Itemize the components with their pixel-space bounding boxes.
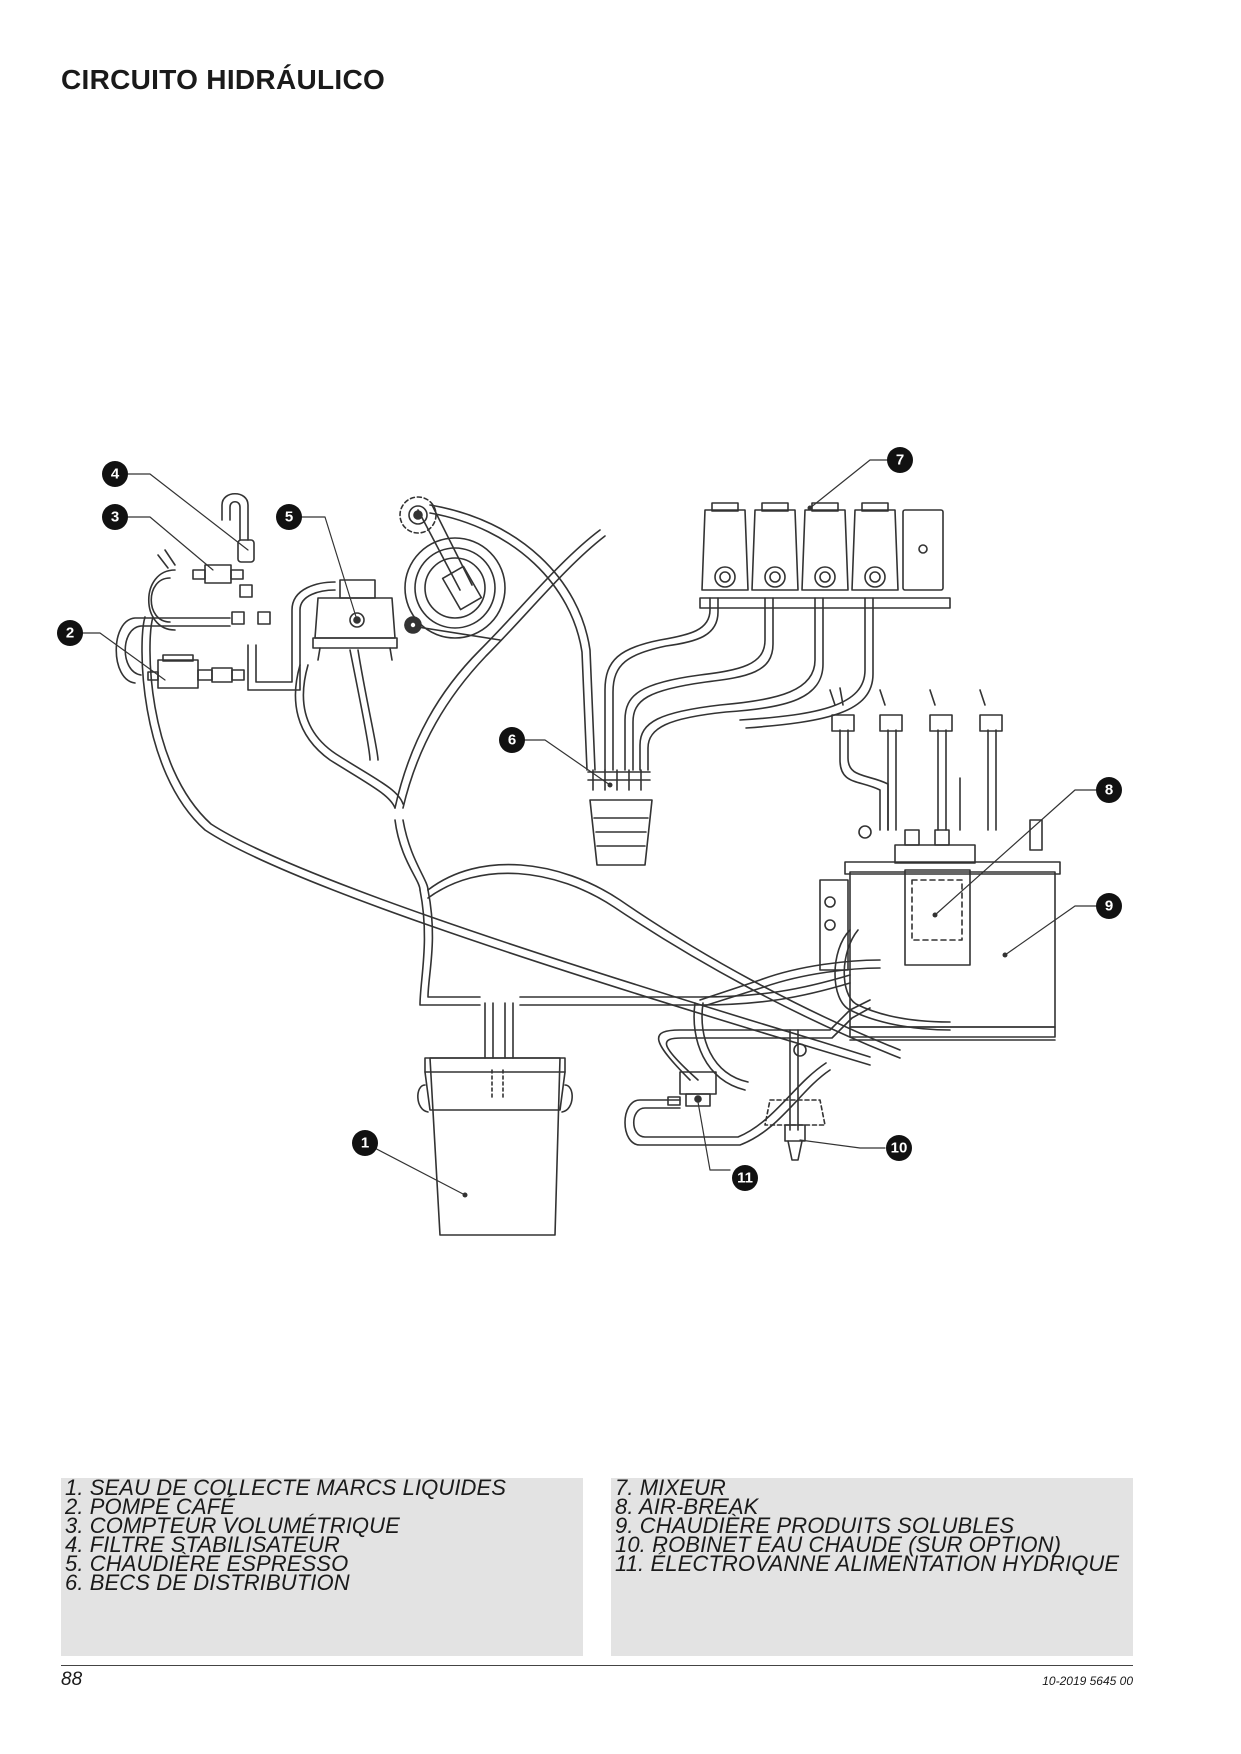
soluble-boiler: [819, 861, 1061, 1041]
callout-11: 11: [732, 1165, 758, 1191]
legend-item: 5. CHAUDIÈRE ESPRESSO: [65, 1551, 349, 1576]
callout-6: 6: [499, 727, 525, 753]
callout-4: 4: [102, 461, 128, 487]
liquid-grounds-bucket: [417, 1002, 573, 1236]
legend-item: 3. COMPTEUR VOLUMÉTRIQUE: [65, 1513, 400, 1538]
document-reference: 10-2019 5645 00: [1042, 1674, 1133, 1688]
page-title: CIRCUITO HIDRÁULICO: [61, 64, 386, 95]
callout-2: 2: [57, 620, 83, 646]
brewer-unit: [399, 496, 506, 641]
coffee-pump: [147, 654, 245, 689]
stabilizer-filter: [231, 539, 271, 625]
legend-item: 8. AIR-BREAK: [615, 1494, 759, 1519]
hot-water-tap: [764, 1043, 826, 1161]
svg-text:10: 10: [891, 1140, 908, 1157]
callout-9: 9: [1096, 893, 1122, 919]
svg-text:2: 2: [66, 625, 74, 642]
legend-panel-right: 7. MIXEUR 8. AIR-BREAK 9. CHAUDIÈRE PROD…: [611, 1475, 1133, 1656]
page-number: 88: [61, 1669, 83, 1690]
callout-5: 5: [276, 504, 302, 530]
svg-text:1: 1: [361, 1135, 369, 1152]
legend-item: 1. SEAU DE COLLECTE MARCS LIQUIDES: [65, 1475, 507, 1500]
svg-text:9: 9: [1105, 898, 1113, 915]
svg-text:4: 4: [111, 466, 120, 483]
legend-item: 6. BECS DE DISTRIBUTION: [65, 1570, 350, 1595]
volumetric-meter: [157, 549, 244, 584]
svg-text:6: 6: [508, 732, 516, 749]
air-break: [894, 829, 976, 966]
tubing: [115, 492, 951, 1146]
callout-7: 7: [887, 447, 913, 473]
svg-text:11: 11: [737, 1170, 753, 1187]
callout-3: 3: [102, 504, 128, 530]
legend-list-left: 1. SEAU DE COLLECTE MARCS LIQUIDES 2. PO…: [65, 1475, 507, 1595]
mixer-unit: [801, 502, 849, 591]
callout-10: 10: [886, 1135, 912, 1161]
mixer-unit: [751, 502, 799, 591]
legend-list-right: 7. MIXEUR 8. AIR-BREAK 9. CHAUDIÈRE PROD…: [615, 1475, 1120, 1576]
legend-item: 11. ÉLECTROVANNE ALIMENTATION HYDRIQUE: [615, 1551, 1120, 1576]
callout-8: 8: [1096, 777, 1122, 803]
mixer-group: [699, 502, 951, 609]
footer-divider: [61, 1665, 1133, 1666]
legend-item: 9. CHAUDIÈRE PRODUITS SOLUBLES: [615, 1513, 1015, 1538]
legend-item: 2. POMPE CAFÉ: [65, 1494, 236, 1519]
legend-item: 7. MIXEUR: [615, 1475, 726, 1500]
mixer-unit: [701, 502, 749, 591]
legend-item: 10. ROBINET EAU CHAUDE (SUR OPTION): [615, 1532, 1062, 1557]
svg-text:5: 5: [285, 509, 293, 526]
legend-item: 4. FILTRE STABILISATEUR: [65, 1532, 340, 1557]
svg-text:3: 3: [111, 509, 119, 526]
boiler-outlet-nozzles: [829, 687, 1043, 851]
mixer-unit: [851, 502, 899, 591]
dispensing-spouts: [587, 769, 653, 866]
callout-1: 1: [352, 1130, 378, 1156]
svg-text:8: 8: [1105, 782, 1113, 799]
legend-panel-left: 1. SEAU DE COLLECTE MARCS LIQUIDES 2. PO…: [61, 1475, 583, 1656]
espresso-boiler: [312, 579, 398, 661]
water-solenoid-valve: [667, 1071, 717, 1107]
svg-text:7: 7: [896, 452, 904, 469]
